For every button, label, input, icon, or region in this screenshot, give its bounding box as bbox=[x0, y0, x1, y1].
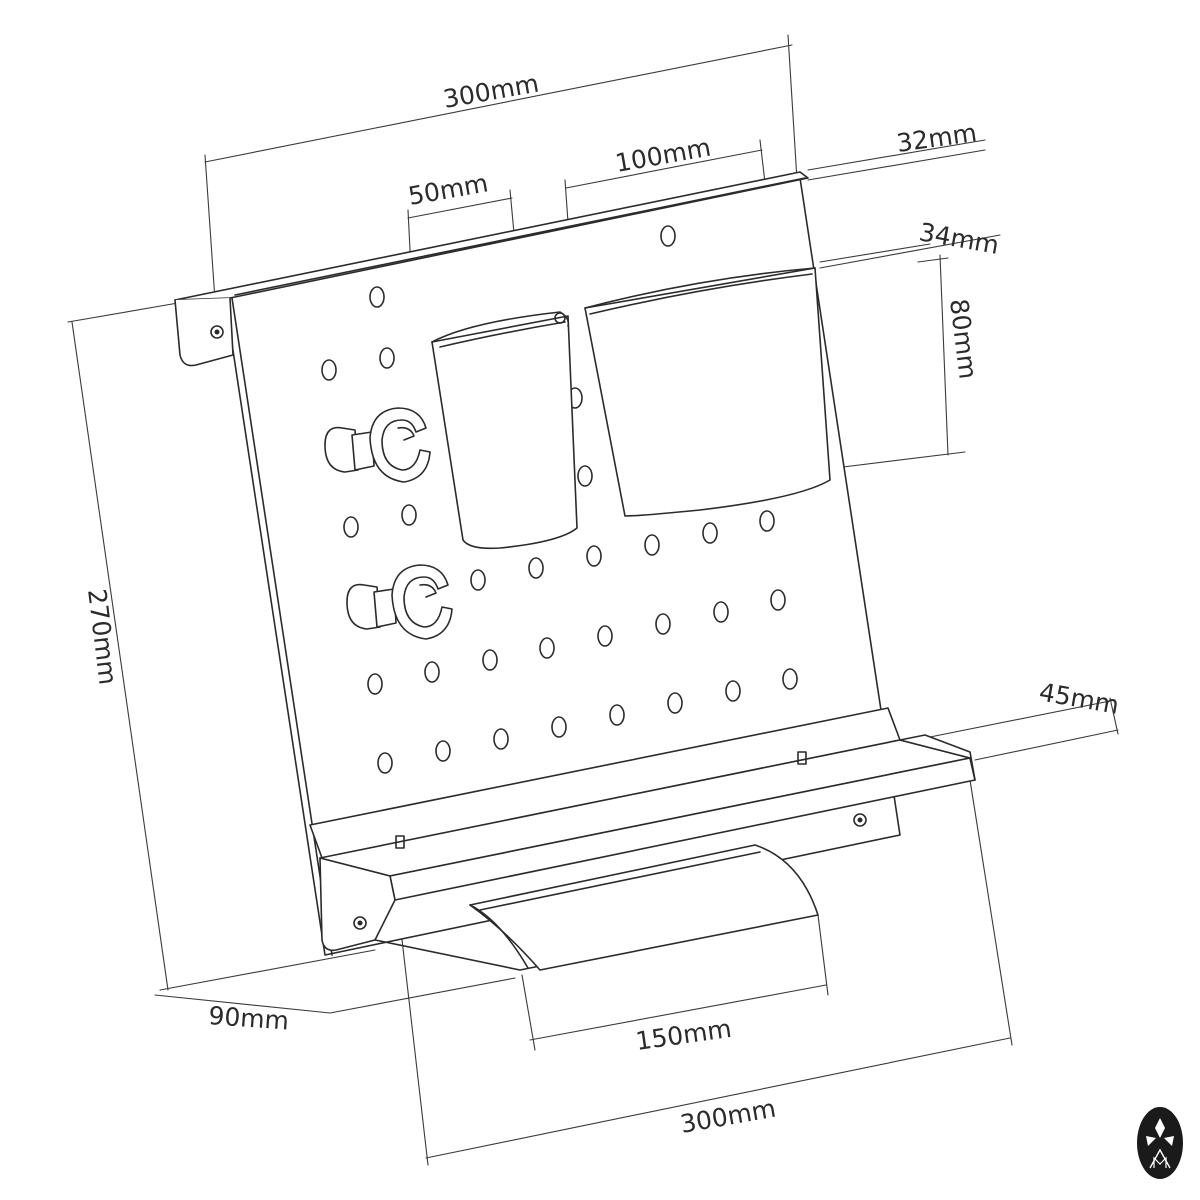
label-top-width: 300mm bbox=[441, 69, 541, 114]
label-base-depth: 90mm bbox=[208, 1001, 290, 1036]
label-right-cup-width: 100mm bbox=[613, 133, 713, 178]
label-top-rail-depth: 32mm bbox=[895, 118, 979, 158]
label-bottom-width: 300mm bbox=[678, 1094, 778, 1139]
bottom-shelf bbox=[309, 707, 976, 971]
label-cup-depth: 34mm bbox=[917, 217, 1001, 260]
pegboard-holes bbox=[321, 225, 798, 774]
dimension-lines bbox=[67, 34, 1119, 1166]
hook-lower bbox=[346, 564, 453, 640]
brand-logo-icon bbox=[1137, 1107, 1183, 1179]
label-tray-width: 150mm bbox=[634, 1014, 734, 1056]
tray bbox=[469, 844, 819, 971]
label-cup-height: 80mm bbox=[944, 297, 983, 380]
hook-upper bbox=[324, 407, 431, 483]
label-total-height: 270mm bbox=[82, 587, 123, 686]
top-rail bbox=[174, 171, 809, 367]
cup-small bbox=[431, 311, 578, 550]
cup-large bbox=[584, 267, 831, 517]
